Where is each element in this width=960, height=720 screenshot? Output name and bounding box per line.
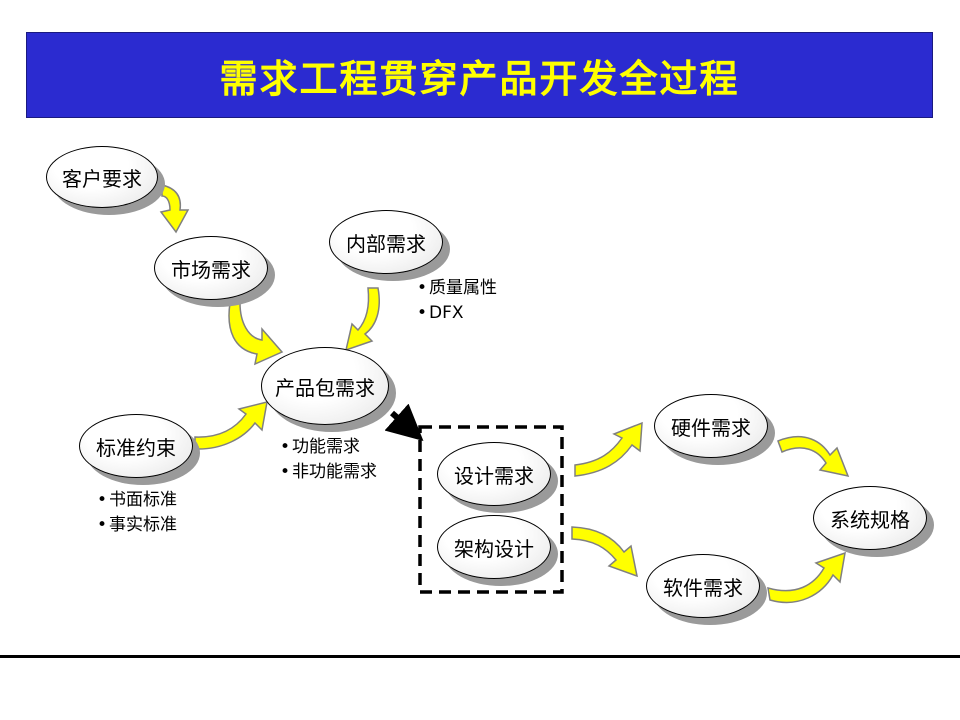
node-design-requirements: 设计需求 — [437, 442, 551, 506]
node-system-specification: 系统规格 — [813, 486, 927, 550]
note-text: 非功能需求 — [292, 462, 378, 482]
bullet-mark: • — [417, 303, 428, 323]
note-text: 事实标准 — [109, 515, 178, 535]
notes-standards: •书面标准 •事实标准 — [97, 488, 177, 538]
node-label: 系统规格 — [830, 507, 910, 532]
note-text: 书面标准 — [109, 490, 178, 510]
arrow-hardware-to-system — [777, 436, 850, 478]
title-banner: 需求工程贯穿产品开发全过程 — [26, 32, 933, 118]
node-label: 设计需求 — [454, 463, 534, 488]
page-title: 需求工程贯穿产品开发全过程 — [219, 56, 740, 101]
node-label: 市场需求 — [171, 257, 251, 282]
arrow-market-to-package — [228, 302, 284, 366]
note-text: 功能需求 — [292, 437, 361, 457]
bullet-mark: • — [417, 278, 428, 298]
note-item: •质量属性 — [417, 276, 497, 301]
note-item: •功能需求 — [280, 435, 377, 460]
arrow-software-to-system — [767, 551, 846, 604]
arrow-design-to-hardware — [574, 421, 643, 477]
arrow-standards-to-package — [194, 400, 268, 450]
bullet-mark: • — [97, 490, 108, 510]
bottom-divider — [0, 655, 960, 658]
notes-internal: •质量属性 •DFX — [417, 276, 497, 326]
note-text: DFX — [429, 303, 464, 323]
node-label: 内部需求 — [346, 231, 426, 256]
note-item: •书面标准 — [97, 488, 177, 513]
note-item: •非功能需求 — [280, 460, 377, 485]
note-text: 质量属性 — [429, 278, 498, 298]
node-internal-requirements: 内部需求 — [329, 210, 443, 274]
bullet-mark: • — [97, 515, 108, 535]
node-market-requirements: 市场需求 — [154, 236, 268, 300]
node-label: 标准约束 — [96, 435, 176, 460]
node-architecture-design: 架构设计 — [437, 515, 551, 579]
bullet-mark: • — [280, 437, 291, 457]
node-label: 硬件需求 — [671, 415, 751, 440]
note-item: •DFX — [417, 301, 497, 326]
node-standards-constraints: 标准约束 — [79, 414, 193, 478]
node-hardware-requirements: 硬件需求 — [654, 394, 768, 458]
note-item: •事实标准 — [97, 513, 177, 538]
node-label: 软件需求 — [663, 575, 743, 600]
node-software-requirements: 软件需求 — [646, 554, 760, 618]
arrow-design-to-software — [571, 526, 638, 578]
node-product-package-requirements: 产品包需求 — [261, 347, 389, 425]
arrow-customer-to-market — [159, 184, 190, 234]
arrow-package-to-design-box — [384, 403, 424, 441]
node-label: 客户要求 — [62, 166, 142, 191]
node-label: 产品包需求 — [275, 375, 375, 400]
node-customer-requirements: 客户要求 — [46, 146, 158, 208]
notes-product-package: •功能需求 •非功能需求 — [280, 435, 377, 485]
arrow-internal-to-package — [344, 287, 380, 352]
bullet-mark: • — [280, 462, 291, 482]
node-label: 架构设计 — [454, 536, 534, 561]
